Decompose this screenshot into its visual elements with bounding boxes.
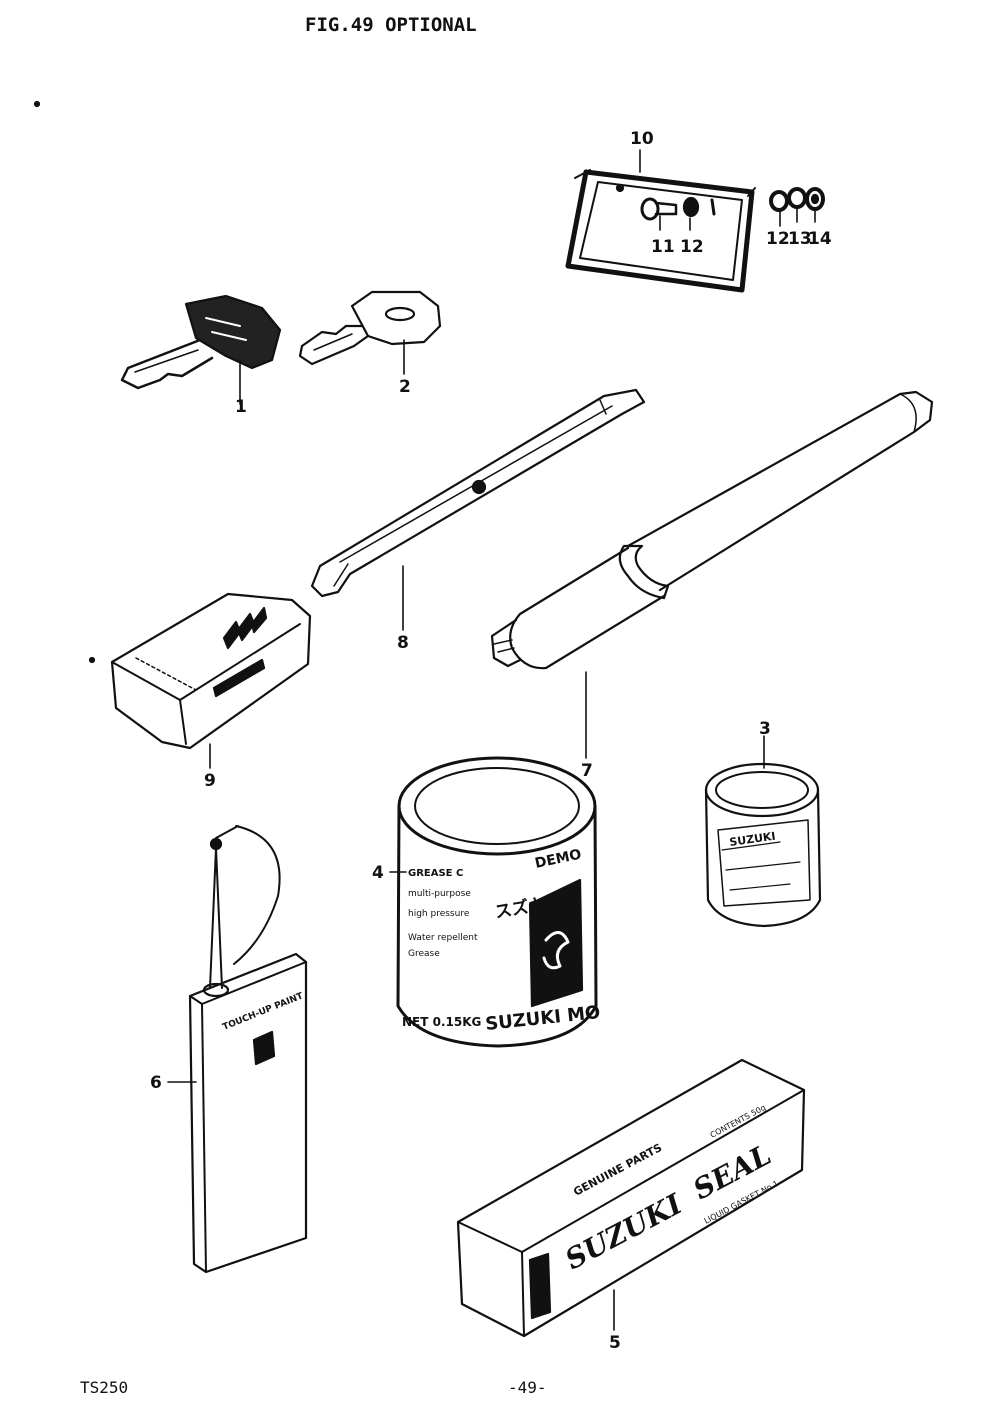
can-small-label: SUZUKI (729, 830, 777, 849)
spare-key (298, 290, 442, 366)
callout-12a: 12 (680, 237, 704, 257)
tire-pump (490, 390, 934, 670)
callout-numbers: 10 11 12 12 13 14 1 2 8 7 9 3 4 6 5 (150, 129, 832, 1353)
callout-4: 4 (372, 863, 384, 883)
can-large-line2: multi-purpose (408, 889, 471, 899)
callout-14: 14 (808, 229, 832, 249)
seal-box-label: GENUINE PARTS CONTENTS 50g SUZUKI SEAL L… (560, 1103, 780, 1276)
ignition-key (120, 294, 282, 390)
callout-1: 1 (235, 397, 247, 417)
can-large-weight: NET 0.15KG (402, 1015, 481, 1029)
callout-8: 8 (397, 633, 409, 653)
touch-up-paint-can (188, 825, 308, 1274)
can-large-line4: Water repellent (408, 933, 478, 943)
can-large-line5: Grease (408, 949, 440, 959)
license-plate-frame (565, 169, 756, 293)
callout-2: 2 (399, 377, 411, 397)
page-number: -49- (508, 1378, 547, 1397)
callout-10: 10 (630, 129, 654, 149)
suzuki-seal-box (456, 1058, 806, 1338)
can-large-brand: SUZUKI MO (484, 1002, 601, 1035)
can-small-brand: SUZUKI (729, 830, 777, 849)
figure-title: FIG.49 OPTIONAL (305, 14, 477, 36)
callout-9: 9 (204, 771, 216, 791)
can-large-line3: high pressure (408, 909, 470, 919)
seal-name-a: SUZUKI (560, 1187, 688, 1276)
oil-can-text: TOUCH-UP PAINT (221, 991, 305, 1033)
speck (33, 100, 41, 108)
callout-6: 6 (150, 1073, 162, 1093)
small-grease-can (704, 762, 822, 928)
speck (88, 656, 96, 664)
model-code: TS250 (80, 1378, 129, 1397)
callout-3: 3 (759, 719, 771, 739)
oil-can-label: TOUCH-UP PAINT (221, 991, 305, 1033)
callout-5: 5 (609, 1333, 621, 1353)
large-grease-can (396, 756, 598, 1048)
can-large-line1: GREASE C (408, 868, 463, 879)
callout-13: 13 (788, 229, 812, 249)
callout-7: 7 (581, 761, 593, 781)
tire-lever (310, 388, 646, 598)
washers-12-14 (769, 187, 825, 212)
callout-11: 11 (651, 237, 675, 257)
callout-12b: 12 (766, 229, 790, 249)
leader-lines (167, 149, 816, 1331)
seal-corner: CONTENTS 50g (709, 1103, 768, 1140)
tool-case (110, 592, 312, 750)
